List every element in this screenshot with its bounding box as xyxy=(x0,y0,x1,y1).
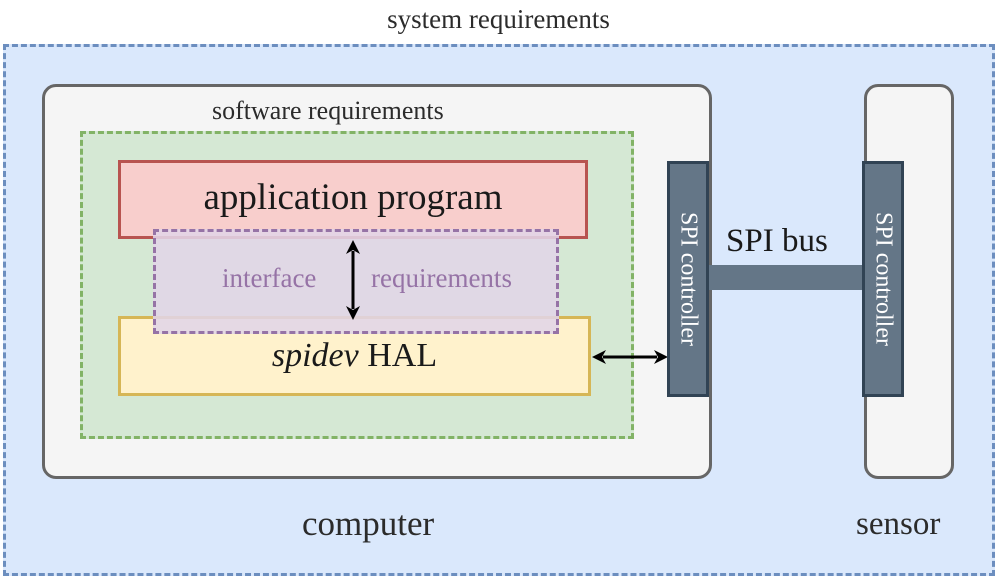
interface-requirements-label-right: requirements xyxy=(371,263,512,293)
app-hal-arrow xyxy=(346,240,360,320)
system-requirements-label: system requirements xyxy=(387,4,610,34)
hal-spi-controller-arrow xyxy=(592,350,668,364)
spi-bus-label: SPI bus xyxy=(726,223,828,259)
sensor-label: sensor xyxy=(856,506,941,542)
computer-spi-controller: SPI controller xyxy=(667,161,709,397)
spidev-hal-label-rest: HAL xyxy=(358,337,438,374)
sensor-spi-controller-label: SPI controller xyxy=(870,212,897,346)
computer-spi-controller-label: SPI controller xyxy=(675,212,702,346)
spidev-hal-label-italic: spidev xyxy=(271,337,359,374)
computer-label: computer xyxy=(302,504,435,543)
spi-bus-line xyxy=(707,265,864,290)
interface-requirements-label-left: interface xyxy=(222,263,317,293)
application-program-block: application program xyxy=(118,160,588,239)
sensor-spi-controller: SPI controller xyxy=(862,161,904,397)
application-program-label: application program xyxy=(203,177,503,218)
software-requirements-label: software requirements xyxy=(212,96,444,125)
